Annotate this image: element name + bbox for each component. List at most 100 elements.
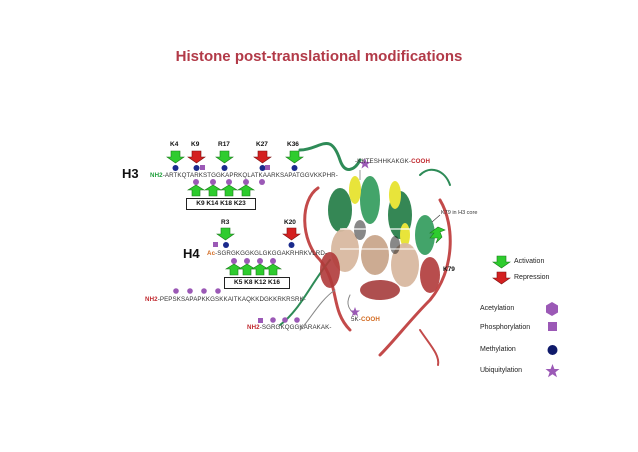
green-arrow-icon xyxy=(224,263,244,276)
circle-icon xyxy=(270,258,276,264)
h4-bottom-arrows xyxy=(224,263,283,276)
circle-icon xyxy=(291,165,298,171)
h4-top-arrows xyxy=(216,227,301,241)
circle-icon xyxy=(259,179,265,185)
legend-repression-arrow-icon xyxy=(492,271,511,285)
k79-core-annotation: K79 in H3 core xyxy=(441,210,478,216)
circle-icon xyxy=(215,288,221,294)
circle-icon xyxy=(288,242,295,248)
tail-coil-4 xyxy=(419,168,451,186)
h2a-nh2-label: NH2 xyxy=(145,296,158,303)
h3-site-label: K9 xyxy=(191,141,200,148)
h3-top-arrows xyxy=(166,150,304,164)
h2a-c-term-ubiquitylation-star-icon xyxy=(350,307,360,317)
green-arrow-icon xyxy=(250,263,270,276)
h4-ac-label: Ac xyxy=(207,250,216,257)
legend-hexagon-icon xyxy=(546,302,558,316)
green-arrow-icon xyxy=(203,184,223,197)
circle-icon xyxy=(221,165,228,171)
circle-icon xyxy=(257,258,263,264)
green-arrow-icon xyxy=(236,184,256,197)
green-arrow-icon xyxy=(186,184,206,197)
legend-ubiquitylation-label: Ubiquitylation xyxy=(480,367,523,374)
green-arrow-icon xyxy=(219,184,239,197)
k79-core-pointer xyxy=(431,214,441,223)
k79-activation-arrow-icon xyxy=(429,226,446,244)
h2a-c-term-label: 5K-COOH xyxy=(351,316,380,323)
tail-coil-3 xyxy=(419,329,440,366)
h3-bottom-arrows xyxy=(186,184,256,197)
square-icon xyxy=(213,242,218,247)
green-arrow-icon xyxy=(263,263,283,276)
h3-sequence-text: -ARTKQTARKSTGGKAPRKQLATKAARKSAPATGGVKKPH… xyxy=(162,172,338,179)
square-icon xyxy=(258,318,263,323)
h2b-tail-sequence: NH2-SGRGKQGGKARAKAK- xyxy=(247,324,332,331)
h4-sequence-text: -SGRGKGGKGLGKGGAKRHRKVLRD- xyxy=(215,250,328,257)
h3-r17-activation-arrow-icon xyxy=(215,150,234,164)
h2a-sequence-text: -PEPSKSAPAPKKGSKKAITKAQKKDGKKRKRSRK- xyxy=(157,296,306,303)
h3-acetylation-box: K9 K14 K18 K23 xyxy=(186,198,256,210)
h4-site-label: K20 xyxy=(284,219,296,226)
circle-icon xyxy=(243,179,249,185)
k79-label: K79 xyxy=(443,266,455,273)
h3-site-label: K27 xyxy=(256,141,268,148)
circle-icon xyxy=(282,317,288,323)
legend-square-icon xyxy=(548,322,557,331)
legend-circle-icon xyxy=(547,345,558,355)
h2a-c-term-seq: 5K- xyxy=(351,316,361,323)
page-title: Histone post-translational modifications xyxy=(175,48,463,65)
h3-nh2-label: NH2 xyxy=(150,172,163,179)
circle-icon xyxy=(193,165,200,171)
h3-phospho-marks xyxy=(200,165,270,170)
circle-icon xyxy=(193,179,199,185)
h3-c-term-seq: -KKTESHHKAKGK- xyxy=(355,158,412,165)
circle-icon xyxy=(210,179,216,185)
legend-acetylation-label: Acetylation xyxy=(480,305,515,312)
h2a-c-term-cooh: COOH xyxy=(360,316,380,323)
h4-label: H4 xyxy=(183,246,200,261)
circle-icon xyxy=(294,317,300,323)
circle-icon xyxy=(201,288,207,294)
h4-k20-repression-arrow-icon xyxy=(282,227,301,241)
legend-repression-label: Repression xyxy=(514,274,550,281)
circle-icon xyxy=(223,242,229,248)
h4-acetylation-marks xyxy=(231,258,276,264)
helix-bundle xyxy=(320,176,440,300)
circle-icon xyxy=(244,258,250,264)
circle-icon xyxy=(259,165,266,171)
circle-icon xyxy=(187,288,193,294)
h3-acetylation-marks xyxy=(193,179,265,185)
circle-icon xyxy=(226,179,232,185)
circle-icon xyxy=(172,165,179,171)
h3-k4-activation-arrow-icon xyxy=(166,150,185,164)
h4-acetylation-box: K5 K8 K12 K16 xyxy=(224,277,290,289)
legend-star-icon xyxy=(545,364,560,378)
h4-r3-activation-arrow-icon xyxy=(216,227,235,241)
h3-site-label: K4 xyxy=(170,141,179,148)
h3-tail-sequence: NH2-ARTKQTARKSTGGKAPRKQLATKAARKSAPATGGVK… xyxy=(150,172,338,179)
h4-site-label: R3 xyxy=(221,219,230,226)
h3-c-term-cooh: COOH xyxy=(411,158,431,165)
tail-coil-5 xyxy=(299,289,336,331)
h3-methylation-marks xyxy=(172,165,298,171)
h3-site-label: R17 xyxy=(218,141,230,148)
tail-coil-1 xyxy=(298,142,362,171)
green-arrow-icon xyxy=(237,263,257,276)
legend-activation-arrow-icon xyxy=(492,255,511,269)
circle-icon xyxy=(270,317,276,323)
dna-strand-2 xyxy=(378,198,452,357)
legend-methylation-label: Methylation xyxy=(480,346,516,353)
h3-label: H3 xyxy=(122,166,139,181)
square-icon xyxy=(200,165,205,170)
h4-tail-sequence: Ac-SGRGKGGKGLGKGGAKRHRKVLRD- xyxy=(207,250,327,257)
h3-k9-repression-arrow-icon xyxy=(187,150,206,164)
h3-c-term-ubiquitylation-star-icon xyxy=(359,158,371,169)
dna-strand-1 xyxy=(303,186,352,332)
h2a-tail-sequence: NH2-PEPSKSAPAPKKGSKKAITKAQKKDGKKRKRSRK- xyxy=(145,296,306,303)
h4-top-marks xyxy=(213,242,295,248)
legend-activation-label: Activation xyxy=(514,258,545,265)
h3-k27-repression-arrow-icon xyxy=(253,150,272,164)
square-icon xyxy=(265,165,270,170)
